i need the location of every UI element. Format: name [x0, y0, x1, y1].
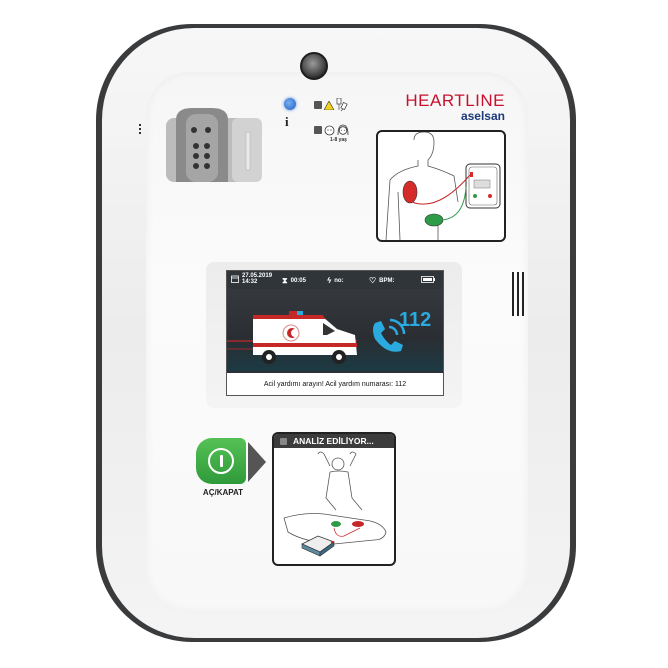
info-led-icon: [284, 98, 296, 110]
speaker-grille: [512, 272, 526, 316]
hourglass-icon: ⧗: [282, 276, 288, 285]
emergency-number: 112: [399, 309, 432, 331]
status-shock-label: no:: [334, 277, 344, 284]
analyzing-pictogram: ANALİZ EDİLİYOR...: [272, 432, 396, 566]
child-face-icon: [324, 125, 335, 135]
pediatric-mode-square-icon: [314, 126, 322, 134]
electrode-connector-port[interactable]: [162, 104, 266, 186]
status-elapsed: ⧗ 00:05: [282, 276, 306, 286]
status-bpm: ♡ BPM:: [369, 276, 395, 285]
lcd-screen: 27.05.2019 14:32 ⧗ 00:05 ϟ no: ♡ BPM:: [226, 270, 444, 396]
screen-caption: Acil yardımı arayın! Acil yardım numaras…: [227, 373, 443, 395]
side-indicator-dots: [139, 124, 143, 138]
lightning-icon: ϟ: [327, 276, 332, 285]
power-icon: [208, 448, 234, 474]
heartline-wordmark: HEARTLINE: [405, 91, 505, 110]
analyzing-indicator-square: [280, 437, 287, 445]
adult-mode-indicator: [314, 98, 348, 112]
status-time: 14:32: [242, 279, 258, 285]
analyzing-illustration: [283, 451, 387, 557]
status-bpm-label: BPM:: [379, 277, 395, 284]
power-button[interactable]: [196, 438, 246, 484]
calendar-icon: [231, 275, 239, 283]
ambulance-icon: [227, 311, 357, 364]
phone-call-icon: [373, 318, 406, 352]
status-date: 27.05.2019: [242, 273, 273, 279]
camera-lens-icon: [300, 52, 328, 80]
aselsan-wordmark: aselsan: [460, 109, 505, 123]
screen-status-bar: 27.05.2019 14:32 ⧗ 00:05 ϟ no: ♡ BPM:: [227, 271, 443, 289]
status-datetime: 27.05.2019 14:32: [231, 273, 272, 285]
status-elapsed-time: 00:05: [290, 278, 306, 284]
status-shock-count: ϟ no:: [327, 276, 344, 285]
pad-placement-illustration: [385, 131, 501, 241]
adult-pads-icon: [336, 98, 348, 112]
adult-mode-square-icon: [314, 101, 322, 109]
info-icon: i: [285, 114, 289, 129]
screen-main-area: 112: [227, 289, 443, 371]
analyzing-header-text: ANALİZ EDİLİYOR...: [293, 436, 374, 446]
pediatric-mode-indicator[interactable]: [314, 124, 349, 136]
analyzing-header: ANALİZ EDİLİYOR...: [274, 434, 394, 448]
warning-triangle-icon: [324, 100, 334, 110]
child-girl-face-icon: [337, 124, 349, 136]
pad-placement-pictogram: [376, 130, 506, 242]
arrow-right-icon: [248, 442, 266, 482]
heart-rate-icon: ♡: [369, 276, 377, 285]
power-button-label: AÇ/KAPAT: [202, 488, 244, 497]
pediatric-age-label: 1-8 yaş: [330, 137, 347, 143]
brand-logo: HEARTLINE aselsan: [405, 91, 505, 123]
battery-full-icon: [421, 276, 435, 283]
